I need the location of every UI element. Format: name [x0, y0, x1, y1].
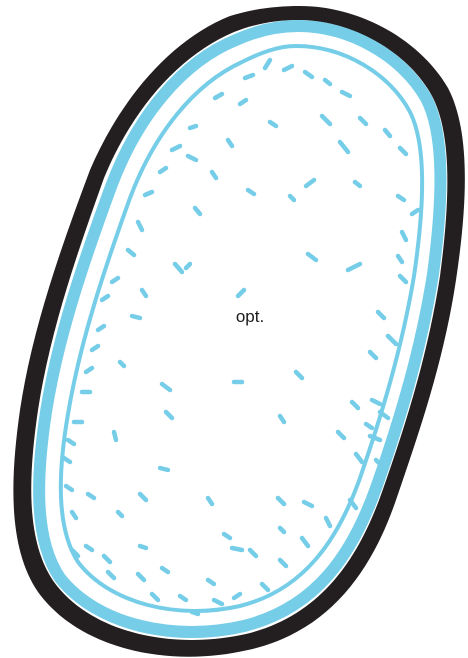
- badge-outline-gap: [31, 20, 447, 640]
- center-label: opt.: [236, 307, 264, 326]
